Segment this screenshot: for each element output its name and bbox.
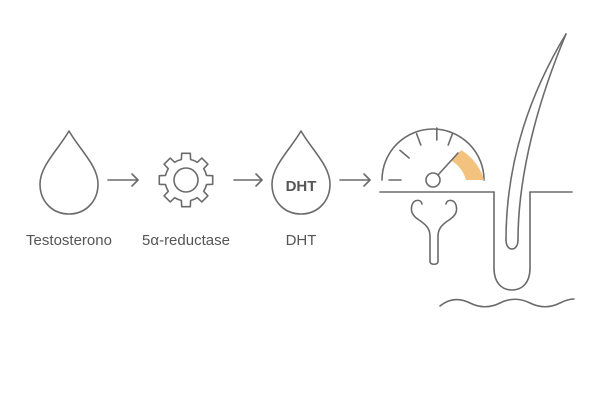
tissue-wave-line <box>439 298 575 308</box>
step-label-dht: DHT <box>285 232 317 249</box>
droplet-icon <box>271 130 331 215</box>
androgen-receptor-icon <box>410 199 458 266</box>
gear-icon <box>158 152 214 208</box>
step-label-5a-reductase: 5α-reductase <box>142 232 230 249</box>
arrow-icon <box>107 173 139 187</box>
gear-outline <box>158 152 214 208</box>
hair-follicle-icon <box>493 33 567 291</box>
gauge-icon <box>381 127 485 188</box>
gauge-needle <box>437 152 459 176</box>
droplet-inner-label: DHT <box>286 178 317 195</box>
arrow-icon <box>233 173 263 187</box>
step-label-testosterone: Testosterono <box>26 232 112 249</box>
arrow-icon <box>339 173 371 187</box>
gauge-level-indicator <box>451 150 484 180</box>
droplet-icon <box>39 130 99 215</box>
